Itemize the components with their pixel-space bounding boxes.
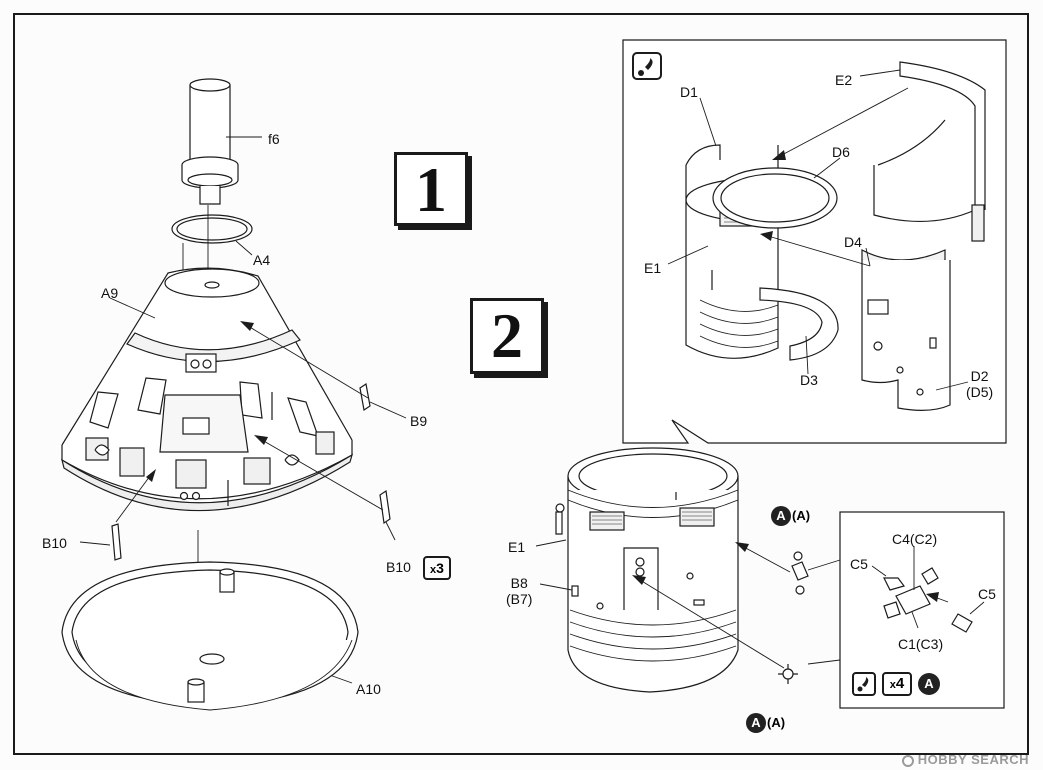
- glue-icon: [632, 52, 662, 80]
- step1-cone-assembly: [61, 78, 407, 711]
- sub-assembly-footer: x4 A: [852, 672, 944, 698]
- label-c1-c3: C1(C3): [898, 636, 944, 652]
- label-c5-left: C5: [850, 556, 868, 572]
- part-d6-drawing: [712, 167, 838, 229]
- watermark-text: HOBBY SEARCH: [917, 752, 1029, 767]
- part-f6-drawing: [181, 78, 262, 205]
- part-d3-drawing: [759, 287, 839, 361]
- label-d1: D1: [680, 84, 698, 100]
- label-b8-b7: B8 (B7): [506, 575, 532, 607]
- part-a10-drawing: [61, 561, 359, 711]
- paint-a-letter: A: [771, 506, 791, 526]
- label-e1-detail: E1: [644, 260, 662, 276]
- label-d2-d5: D2 (D5): [966, 368, 993, 400]
- label-d6: D6: [832, 144, 850, 160]
- part-e2-drawing: [873, 61, 986, 242]
- label-e2: E2: [835, 72, 853, 88]
- label-b8: B8: [510, 575, 528, 591]
- glue-icon: [852, 672, 876, 696]
- label-a9: A9: [101, 285, 119, 301]
- label-e1-main: E1: [508, 539, 526, 555]
- glue-icon-shape: [857, 677, 869, 692]
- quantity-x-mark: x: [430, 564, 437, 576]
- paint-a-letter-alt: (A): [767, 715, 786, 730]
- part-d4-d2-panel: [861, 249, 951, 411]
- label-d5: (D5): [966, 384, 994, 400]
- quantity-x-mark: x: [889, 679, 896, 691]
- label-f6: f6: [268, 131, 280, 147]
- label-c5-right: C5: [978, 586, 996, 602]
- quantity-x3-icon: x3: [423, 556, 451, 580]
- paint-a-letter-alt: (A): [792, 508, 811, 523]
- label-d3: D3: [800, 372, 818, 388]
- paint-a-icon: A: [918, 673, 940, 695]
- quantity-x4-icon: x4: [882, 672, 912, 696]
- rcs-quad-assembly: [883, 567, 973, 633]
- step-number-1: 1: [394, 152, 468, 226]
- label-b7: (B7): [506, 591, 533, 607]
- label-b10-right: B10: [386, 559, 411, 575]
- label-a4: A4: [253, 252, 271, 268]
- part-a9-drawing: [61, 267, 353, 512]
- label-d2: D2: [970, 368, 989, 384]
- page-border: [13, 13, 1029, 755]
- step2-service-module: [555, 447, 739, 693]
- step2-detail-callout: [622, 39, 1007, 444]
- rcs-quad-drawings: [778, 551, 809, 684]
- step2-leader-lines: [535, 539, 841, 669]
- detail-leader-lines: [667, 69, 969, 391]
- label-d4: D4: [844, 234, 862, 250]
- part-b9-drawing: [111, 382, 391, 561]
- part-a4-drawing: [171, 214, 253, 256]
- cone-windows: [85, 353, 335, 506]
- watermark-logo-icon: [901, 755, 914, 767]
- label-b9: B9: [410, 413, 428, 429]
- paint-a-icon-top: A(A): [771, 506, 810, 526]
- label-c4-c2: C4(C2): [892, 531, 938, 547]
- watermark: HOBBY SEARCH: [901, 752, 1029, 767]
- label-b10-left: B10: [42, 535, 67, 551]
- paint-a-letter: A: [746, 713, 766, 733]
- sub-leader-lines: [871, 546, 985, 629]
- quantity-x3-value: 3: [436, 560, 444, 576]
- label-a10: A10: [356, 681, 381, 697]
- quantity-x4-value: 4: [895, 675, 905, 692]
- step-number-2: 2: [470, 298, 544, 374]
- paint-a-icon-bottom: A(A): [746, 713, 785, 733]
